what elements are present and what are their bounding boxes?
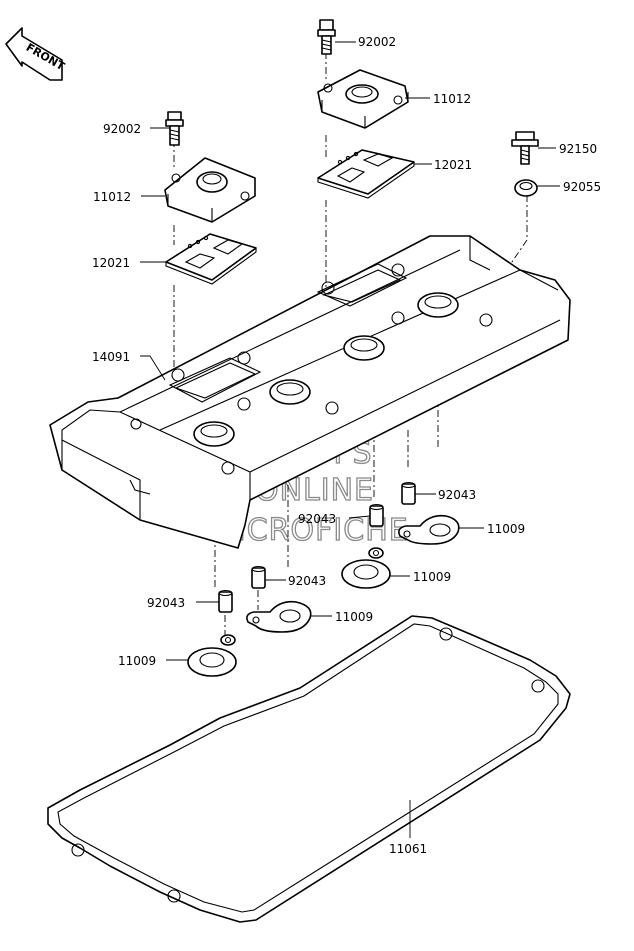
- label-bolt-right: 92150: [559, 142, 597, 156]
- label-gasket: 11061: [389, 842, 427, 856]
- ring-left: [187, 634, 237, 677]
- dowel-mid: [251, 565, 266, 589]
- bolt-right: [511, 131, 539, 165]
- washer-right: [514, 179, 538, 197]
- label-cap-top: 11012: [433, 92, 471, 106]
- cover-gasket: [47, 615, 571, 923]
- label-ring-left: 11009: [118, 654, 156, 668]
- cap-top: [317, 69, 409, 129]
- label-dowel-right: 92043: [438, 488, 476, 502]
- label-bolt-left: 92002: [103, 122, 141, 136]
- bolt-left: [165, 111, 184, 146]
- label-plate-top: 12021: [434, 158, 472, 172]
- dowel-left: [218, 589, 233, 613]
- bolt-top: [317, 19, 336, 55]
- part-labels: 92002 11012 92002 11012 12021 12021 9215…: [92, 35, 601, 856]
- dowel-center: [369, 503, 384, 527]
- ring-center: [341, 547, 391, 589]
- cap-left: [164, 157, 256, 223]
- ring-mid: [246, 600, 312, 633]
- cylinder-head-cover: [49, 235, 571, 549]
- label-washer-right: 92055: [563, 180, 601, 194]
- label-dowel-center: 92043: [298, 512, 336, 526]
- dowel-right: [401, 481, 416, 505]
- front-arrow-icon: FRONT: [5, 27, 67, 81]
- ring-right: [398, 514, 460, 545]
- leader-lines: [140, 41, 560, 838]
- label-cover: 14091: [92, 350, 130, 364]
- plate-top: [317, 149, 415, 199]
- label-ring-right: 11009: [487, 522, 525, 536]
- label-ring-mid: 11009: [335, 610, 373, 624]
- label-ring-center: 11009: [413, 570, 451, 584]
- label-dowel-left: 92043: [147, 596, 185, 610]
- label-bolt-top: 92002: [358, 35, 396, 49]
- label-dowel-mid: 92043: [288, 574, 326, 588]
- plate-left: [165, 233, 257, 285]
- label-plate-left: 12021: [92, 256, 130, 270]
- watermark-line-2: ONLINE: [255, 473, 374, 508]
- label-cap-left: 11012: [93, 190, 131, 204]
